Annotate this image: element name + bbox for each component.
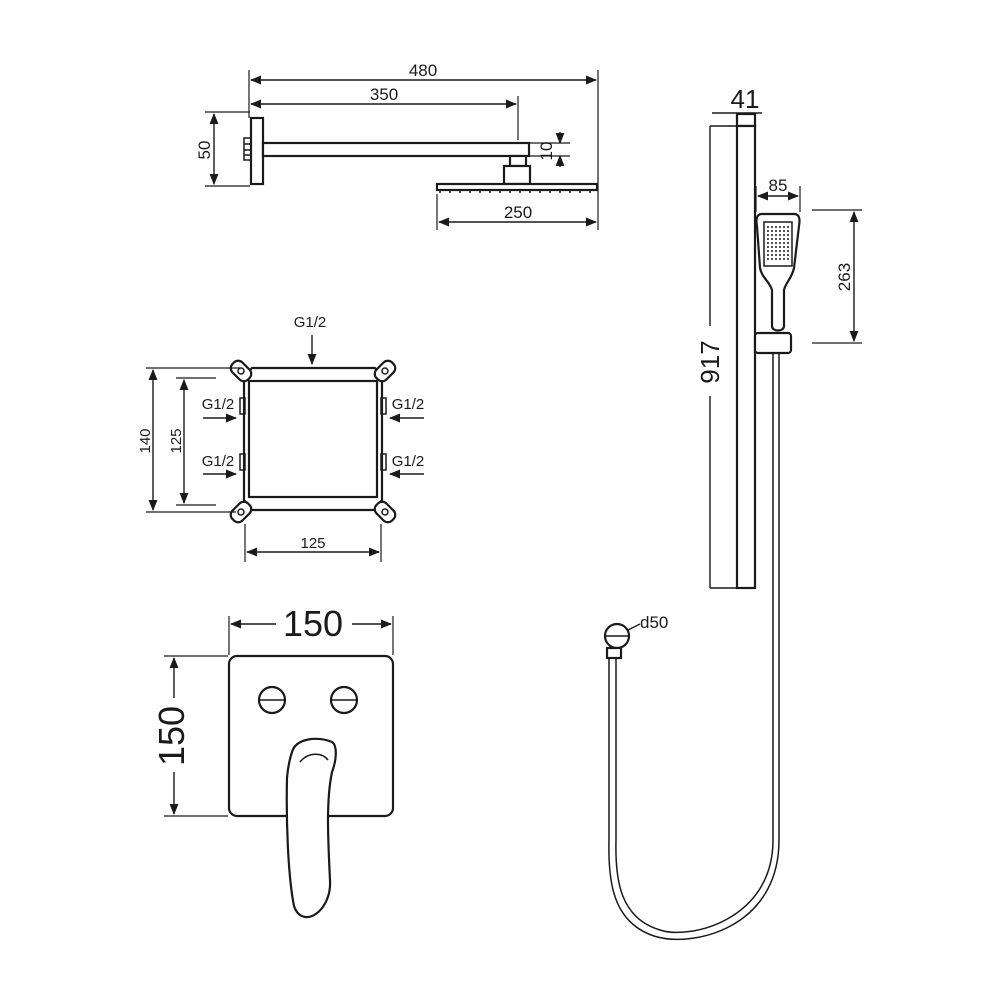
inlet-right-lower-label: G1/2 — [392, 453, 425, 470]
dim-label-bg — [156, 698, 192, 772]
dim-10-label: 10 — [537, 142, 556, 161]
dim-250-label: 250 — [504, 203, 532, 222]
port-left-upper — [239, 397, 246, 415]
wall-outlet-label: d50 — [640, 613, 668, 632]
handset-holder — [753, 331, 793, 355]
lever-handle — [285, 737, 337, 919]
shower-hose-outline — [608, 353, 780, 941]
wall-thread — [243, 137, 252, 161]
dim-label-bg — [696, 326, 726, 396]
dim-140-label: 140 — [137, 428, 154, 453]
shower-arm-view: 480 350 50 10 250 — [195, 61, 599, 230]
spray-nozzles — [767, 226, 789, 262]
slide-rail — [735, 124, 757, 590]
hand-shower — [755, 212, 801, 332]
outlet-leader — [627, 623, 641, 631]
dim-480-label: 480 — [409, 61, 437, 80]
box-inner — [247, 379, 379, 499]
lever-contour — [299, 753, 329, 763]
dim-125h-label: 125 — [300, 535, 325, 552]
dim-263-label: 263 — [835, 263, 854, 291]
arm-tube — [261, 141, 531, 158]
shower-hose — [615, 353, 774, 934]
spray-face — [763, 221, 793, 267]
inlet-left-upper-label: G1/2 — [202, 396, 235, 413]
rail-top-cap — [735, 112, 757, 128]
port-right-upper — [380, 397, 387, 415]
dim-50-label: 50 — [195, 141, 214, 160]
port-left-lower — [239, 453, 246, 471]
inlet-left-lower-label: G1/2 — [202, 453, 235, 470]
slide-rail-view: 41 917 85 263 d50 — [603, 84, 862, 941]
cover-plate-view: 150 150 — [151, 603, 395, 919]
nozzles — [439, 190, 591, 193]
head-swivel — [502, 164, 532, 186]
outlet-connector — [605, 646, 623, 660]
inlet-right-upper-label: G1/2 — [392, 396, 425, 413]
corner-lug — [229, 359, 253, 383]
dim-350-label: 350 — [370, 85, 398, 104]
dim-150h-label: 150 — [283, 603, 343, 644]
wall-plate — [249, 116, 265, 186]
corner-lug — [229, 500, 253, 524]
top-inlet-label: G1/2 — [294, 314, 327, 331]
dim-917-label: 917 — [695, 340, 725, 383]
corner-lug — [373, 359, 397, 383]
dim-150v-label: 150 — [151, 706, 192, 766]
shower-head — [435, 182, 599, 192]
dim-41-label: 41 — [731, 84, 760, 114]
arm-connector — [508, 154, 528, 168]
corner-lug — [373, 500, 397, 524]
dim-label-bg — [276, 604, 352, 640]
port-right-lower — [380, 453, 387, 471]
mixer-box-view: G1/2 G1/2 G1/2 G1/ — [137, 314, 424, 562]
dim-125v-label: 125 — [168, 428, 185, 453]
dim-85-label: 85 — [769, 176, 788, 195]
